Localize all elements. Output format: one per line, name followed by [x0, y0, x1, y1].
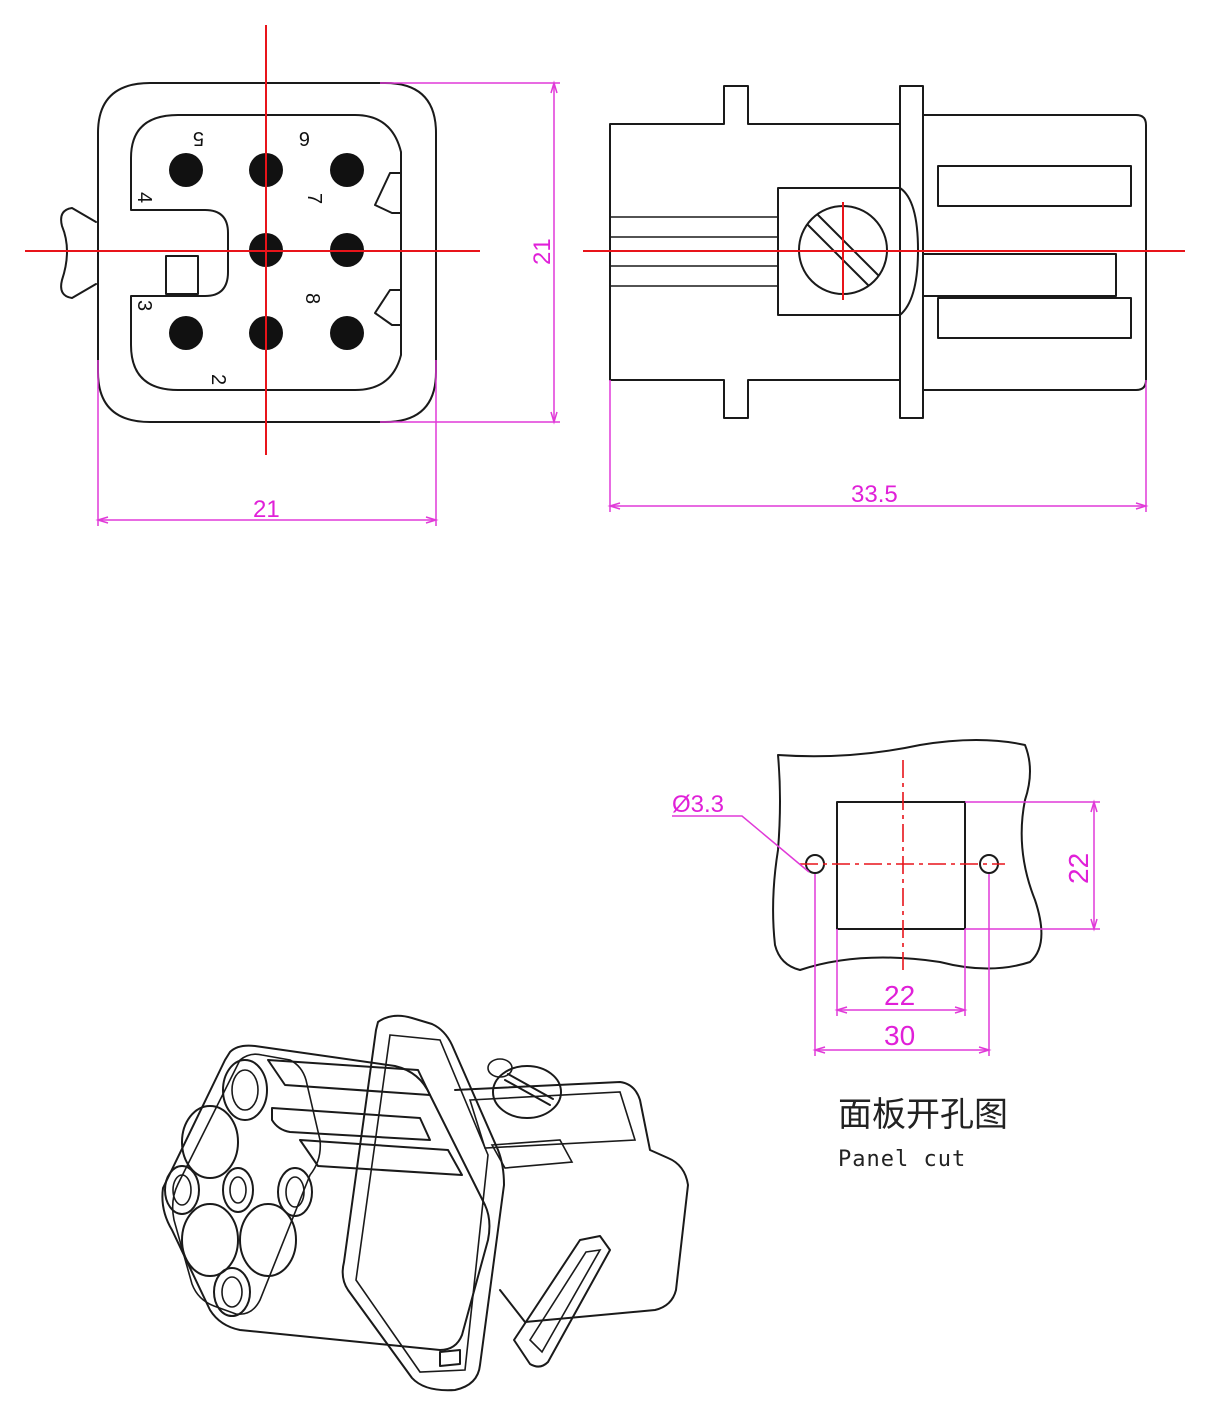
dim-side-length: 33.5: [851, 481, 898, 508]
pin-contact-6: [330, 153, 364, 187]
iso-contact-hole-6: [239, 1203, 297, 1277]
pin-label-3: 3: [133, 300, 155, 311]
panel-broken-outline: [772, 739, 1043, 971]
diameter-leader: [672, 815, 810, 873]
isometric-view: [161, 1014, 689, 1392]
iso-top-slot-upper: [267, 1059, 431, 1096]
iso-contact-hole-3-inner: [172, 1174, 192, 1206]
iso-front-face: [171, 1053, 322, 1316]
dim-cut-width: 22: [884, 980, 915, 1011]
iso-contact-hole-5: [181, 1203, 239, 1277]
panel-cut-view: Ø3.3 22 22 30 面板开孔图 Panel cut: [672, 739, 1100, 1172]
iso-flange-inner: [355, 1034, 489, 1373]
pin-label-2: 2: [207, 374, 229, 385]
iso-latch-bar-inner: [528, 1248, 602, 1354]
dim-arrows-width: [95, 516, 439, 524]
iso-rear-rib: [490, 1139, 574, 1169]
pin-label-8: 8: [301, 293, 323, 304]
pin-label-5: 5: [193, 127, 204, 149]
pin-label-6: 6: [299, 127, 310, 149]
pin-contact-5: [169, 153, 203, 187]
iso-contact-hole-4: [222, 1167, 254, 1213]
locking-lever: [60, 207, 97, 299]
iso-bottom-peg: [439, 1349, 461, 1367]
iso-screw-head: [492, 1065, 562, 1119]
panel-cutout: [836, 801, 966, 930]
panel-cut-caption-cn: 面板开孔图: [838, 1095, 1008, 1135]
front-cavity-outline: [130, 114, 402, 391]
side-slot-upper: [937, 165, 1132, 207]
dim-front-width: 21: [253, 496, 280, 523]
iso-contact-hole-7-inner: [285, 1176, 305, 1208]
pin-label-4: 4: [133, 192, 155, 203]
side-slot-lower: [937, 297, 1132, 339]
side-slot-middle: [922, 253, 1117, 297]
dim-arrows-hole-spacing: [812, 1046, 992, 1054]
dim-arrows-height: [550, 80, 558, 425]
iso-flange-plate: [341, 1014, 505, 1392]
front-view: 5 6 4 7 3 8 2 21 21: [25, 25, 560, 526]
iso-screw-washer: [487, 1058, 513, 1078]
upper-latch-notch: [374, 172, 402, 214]
iso-contact-hole-8: [213, 1267, 251, 1317]
iso-rear-body: [454, 1081, 689, 1323]
dim-front-height: 21: [529, 238, 556, 265]
iso-screw-slot: [504, 1073, 554, 1106]
iso-top-slot-rib: [271, 1107, 431, 1141]
iso-contact-hole-1: [222, 1059, 268, 1121]
iso-latch-bar: [513, 1235, 611, 1368]
lower-latch-notch: [374, 289, 402, 326]
iso-rear-slot-top: [468, 1091, 637, 1149]
pin-contact-8: [330, 316, 364, 350]
iso-contact-hole-7: [277, 1167, 313, 1217]
iso-front-housing: [161, 1044, 491, 1351]
dim-arrows-length: [607, 502, 1149, 510]
iso-contact-hole-1-inner: [231, 1069, 259, 1111]
dim-arrows-cut-width: [834, 1006, 968, 1014]
panel-cut-caption-en: Panel cut: [838, 1147, 966, 1172]
iso-top-slot-lower: [299, 1139, 463, 1176]
iso-contact-hole-3: [164, 1165, 200, 1215]
dim-arrows-cut-height: [1090, 799, 1098, 932]
iso-contact-hole-8-inner: [221, 1276, 243, 1308]
dim-hole-spacing: 30: [884, 1020, 915, 1051]
dim-hole-diameter: Ø3.3: [672, 791, 724, 818]
pin-label-7: 7: [303, 193, 325, 204]
side-body-right: [922, 114, 1147, 391]
pin-contact-3: [169, 316, 203, 350]
coding-key-slot: [165, 255, 199, 295]
iso-contact-hole-2: [181, 1105, 239, 1179]
screw-slot: [807, 214, 879, 286]
side-view: 33.5: [583, 85, 1185, 512]
dim-cut-height: 22: [1063, 853, 1094, 884]
iso-contact-hole-4-inner: [229, 1176, 247, 1204]
